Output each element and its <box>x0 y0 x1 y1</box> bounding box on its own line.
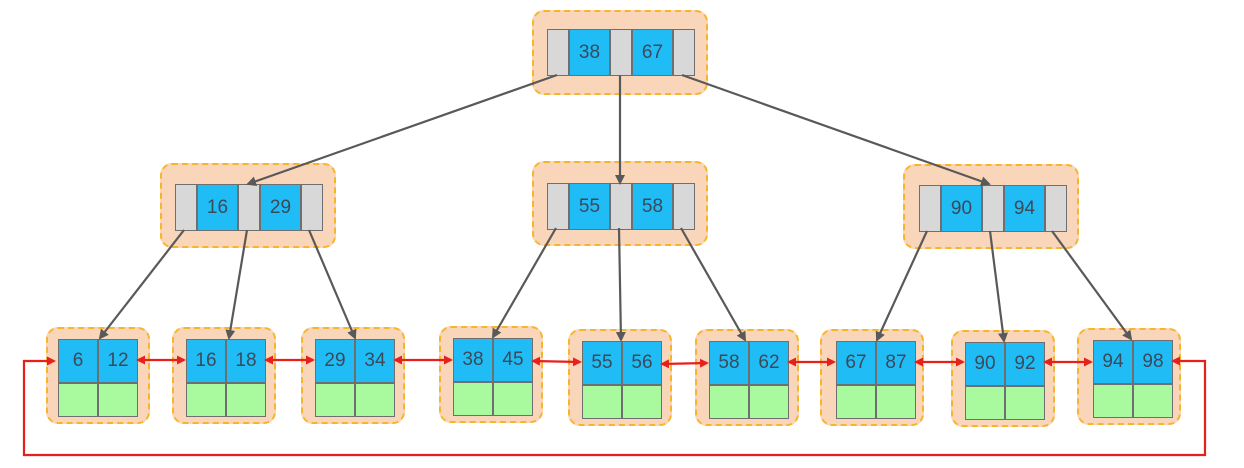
leaf-4-key-1: 45 <box>493 338 533 382</box>
leaf-node-5: 55 56 <box>568 329 672 426</box>
root-pointer-0 <box>547 29 569 76</box>
leaf-9-data-0 <box>1093 384 1133 418</box>
internal-3-pointer-2 <box>1045 185 1067 232</box>
internal-3-pointer-0 <box>919 185 941 232</box>
internal-2-pointer-1 <box>610 183 632 230</box>
leaf-1-data-1 <box>98 383 138 417</box>
internal-2-key-1: 58 <box>632 183 673 230</box>
internal-1-pointer-1 <box>238 184 260 231</box>
leaf-4-data-1 <box>493 382 533 416</box>
leaf-8-key-0: 90 <box>965 342 1005 386</box>
leaf-8-key-1: 92 <box>1005 342 1045 386</box>
leaf-node-1: 6 12 <box>46 327 150 424</box>
leaf-9-key-0: 94 <box>1093 340 1133 384</box>
leaf-2-key-0: 16 <box>186 339 226 383</box>
internal-3-key-1: 94 <box>1004 185 1045 232</box>
leaf-5-key-0: 55 <box>582 341 622 385</box>
leaf-5-data-0 <box>582 385 622 419</box>
leaf-6-data-1 <box>749 385 789 419</box>
internal-1-pointer-2 <box>301 184 323 231</box>
internal-2-pointer-0 <box>547 183 569 230</box>
leaf-7-data-0 <box>836 385 876 419</box>
leaf-1-key-0: 6 <box>58 339 98 383</box>
leaf-2-data-0 <box>186 383 226 417</box>
leaf-9-data-1 <box>1133 384 1173 418</box>
internal-2-key-0: 55 <box>569 183 610 230</box>
root-pointer-2 <box>673 29 695 76</box>
internal-node-1: 16 29 <box>160 163 336 248</box>
root-key-1: 67 <box>632 29 673 76</box>
internal-1-pointer-0 <box>175 184 197 231</box>
leaf-3-key-0: 29 <box>315 339 355 383</box>
leaf-node-2: 16 18 <box>172 327 276 424</box>
root-key-0: 38 <box>569 29 610 76</box>
leaf-3-data-0 <box>315 383 355 417</box>
internal-3-key-0: 90 <box>941 185 982 232</box>
leaf-6-key-0: 58 <box>709 341 749 385</box>
internal-1-key-1: 29 <box>260 184 301 231</box>
leaf-8-data-0 <box>965 386 1005 420</box>
leaf-node-4: 38 45 <box>439 326 543 423</box>
leaf-7-key-0: 67 <box>836 341 876 385</box>
leaf-2-data-1 <box>226 383 266 417</box>
root-node: 38 67 <box>532 10 708 95</box>
root-pointer-1 <box>610 29 632 76</box>
leaf-3-data-1 <box>355 383 395 417</box>
leaf-node-3: 29 34 <box>301 327 405 424</box>
leaf-6-data-0 <box>709 385 749 419</box>
internal-node-3: 90 94 <box>903 164 1079 249</box>
leaf-1-data-0 <box>58 383 98 417</box>
leaf-node-9: 94 98 <box>1077 328 1181 425</box>
leaf-8-data-1 <box>1005 386 1045 420</box>
leaf-1-key-1: 12 <box>98 339 138 383</box>
internal-2-pointer-2 <box>673 183 695 230</box>
leaf-2-key-1: 18 <box>226 339 266 383</box>
leaf-node-6: 58 62 <box>695 329 799 426</box>
leaf-5-data-1 <box>622 385 662 419</box>
leaf-node-7: 67 87 <box>820 329 924 426</box>
leaf-5-key-1: 56 <box>622 341 662 385</box>
leaf-7-key-1: 87 <box>876 341 916 385</box>
leaf-7-data-1 <box>876 385 916 419</box>
internal-3-pointer-1 <box>982 185 1004 232</box>
internal-node-2: 55 58 <box>532 161 708 246</box>
leaf-9-key-1: 98 <box>1133 340 1173 384</box>
leaf-node-8: 90 92 <box>951 330 1055 427</box>
internal-1-key-0: 16 <box>197 184 238 231</box>
leaf-4-data-0 <box>453 382 493 416</box>
leaf-6-key-1: 62 <box>749 341 789 385</box>
leaf-3-key-1: 34 <box>355 339 395 383</box>
leaf-4-key-0: 38 <box>453 338 493 382</box>
